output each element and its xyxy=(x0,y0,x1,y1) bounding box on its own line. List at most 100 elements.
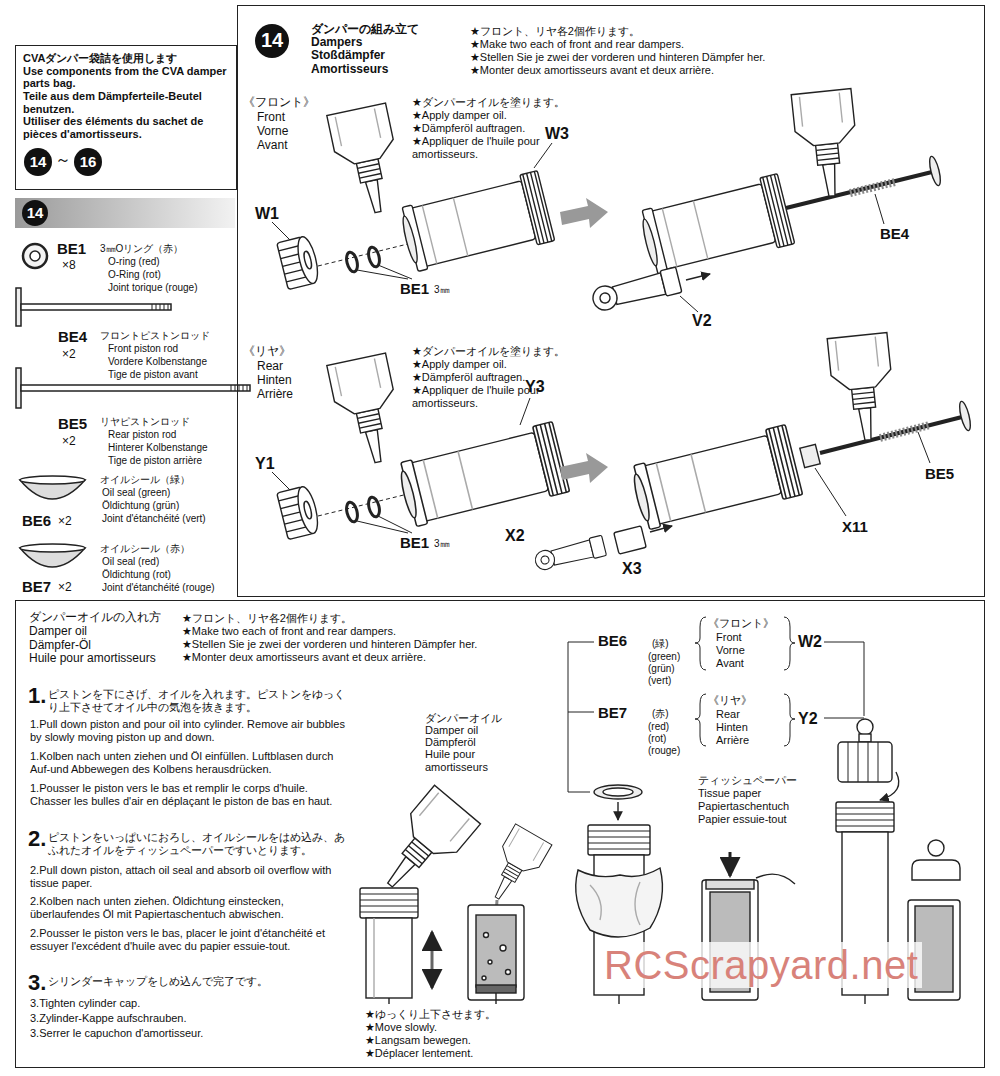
bracket-line xyxy=(695,694,706,746)
leader-line xyxy=(357,516,412,533)
caption-text: ★Appliquer de l'huile pour amortisseurs. xyxy=(412,135,542,160)
damper-illustration xyxy=(396,422,570,531)
part-code: BE7 xyxy=(22,578,51,595)
caption-text: ★Appliquer de l'huile pour amortisseurs. xyxy=(412,384,542,409)
bracket-line xyxy=(695,617,706,670)
part-code: W2 xyxy=(798,633,822,651)
caption-text: オイルシール（緑） xyxy=(100,474,190,486)
caption-text: (green) xyxy=(648,651,680,663)
part-code: W3 xyxy=(545,125,569,143)
step-number: 14 xyxy=(21,204,49,221)
damper-illustration xyxy=(277,88,973,572)
panel-subheading: Damper oil xyxy=(29,625,189,639)
caption-text: Papiertaschentuch xyxy=(698,800,789,813)
caption-text: ★ダンパーオイルを塗ります。 xyxy=(412,96,565,109)
caption-text: Front xyxy=(716,631,742,644)
oil-filling-illustration xyxy=(476,985,516,993)
part-code: BE5 xyxy=(58,415,87,432)
part-code: BE6 xyxy=(22,512,51,529)
damper-illustration xyxy=(277,485,322,540)
caption-text: (red) xyxy=(648,721,669,733)
caption-text: 1.Pull down piston and pour oil into cyl… xyxy=(30,718,350,743)
watermark: RCScrapyard.net xyxy=(600,942,922,988)
caption-text: Dämpferöl xyxy=(425,736,476,749)
caption-text: Front xyxy=(257,111,285,125)
part-icon xyxy=(21,304,171,310)
part-code: BE4 xyxy=(58,328,87,345)
caption-text: (赤) xyxy=(652,708,669,720)
damper-illustration xyxy=(277,235,322,290)
step-badge xyxy=(24,148,52,176)
caption-text: ★Move slowly. xyxy=(365,1021,437,1034)
leader-line xyxy=(918,432,930,463)
damper-illustration xyxy=(650,526,672,532)
damper-illustration xyxy=(686,274,710,280)
caption-text: ★Make two each of front and rear dampers… xyxy=(182,625,396,638)
step-panel: ダンパーの組み立てDampersStoßdämpferAmortisseurs xyxy=(237,5,985,597)
leader-line xyxy=(680,296,698,312)
leader-line xyxy=(272,143,930,533)
caption-text: Front piston rod xyxy=(108,343,178,355)
caption-text: ★Langsam bewegen. xyxy=(365,1034,471,1047)
panel-subheading: Amortisseurs xyxy=(311,63,471,76)
oil-filling-illustration xyxy=(506,970,511,975)
caption-text: ×8 xyxy=(62,259,76,273)
caption-text: 《フロント》 xyxy=(708,617,774,630)
caption-text: Oil seal (green) xyxy=(102,487,170,499)
damper-illustration xyxy=(786,172,932,208)
caption-text: ～ xyxy=(55,151,71,169)
caption-text: Joint d'étanchéité (rouge) xyxy=(102,582,215,594)
step-badge xyxy=(255,24,289,58)
caption-text: 《リヤ》 xyxy=(243,345,291,359)
caption-text: 3.Serrer le capuchon d'amortisseur. xyxy=(30,1027,203,1040)
damper-illustration xyxy=(638,174,795,279)
damper-illustration xyxy=(367,496,382,518)
caption-text: Oil seal (red) xyxy=(102,556,159,568)
part-icon xyxy=(20,476,85,484)
caption-text: Arrière xyxy=(716,734,749,747)
step-number: 16 xyxy=(74,153,102,170)
oil-filling-illustration xyxy=(388,998,389,1004)
caption-text: ダンパーオイル xyxy=(425,712,502,725)
caption-text: ピストンを下にさげ、オイルを入れます。ピストンをゆっくり上下させてオイル中の気泡… xyxy=(48,688,348,713)
part-code: 1. xyxy=(28,683,46,708)
caption-text: ★Stellen Sie je zwei der vorderen und hi… xyxy=(470,51,765,64)
caption-text: Tige de piston arrière xyxy=(108,455,202,467)
bracket-line xyxy=(824,642,864,716)
damper-illustration xyxy=(820,417,962,453)
oil-filling-illustration xyxy=(857,719,873,735)
caption-text: ★フロント、リヤ各2個作ります。 xyxy=(182,612,352,625)
part-code: BE1 xyxy=(400,534,429,551)
panel-heading: CVAダンパー袋詰を使用します xyxy=(23,52,231,65)
caption-text: O-Ring (rot) xyxy=(108,269,161,281)
caption-text: Rear xyxy=(257,360,283,374)
step-number: 14 xyxy=(24,153,52,170)
caption-text: Vorne xyxy=(257,125,288,139)
damper-illustration xyxy=(791,88,862,199)
part-icon xyxy=(231,385,247,391)
caption-text: ★フロント、リヤ各2個作ります。 xyxy=(470,25,640,38)
caption-text: ×2 xyxy=(62,348,76,362)
caption-text: ★Monter deux amortisseurs avant et deux … xyxy=(470,64,714,77)
leader-line xyxy=(272,222,290,240)
part-code: BE6 xyxy=(598,632,627,649)
caption-text: (vert) xyxy=(648,675,671,687)
damper-illustration xyxy=(533,535,606,572)
part-code: Y3 xyxy=(525,378,545,396)
damper-illustration xyxy=(827,332,898,443)
step-badge xyxy=(15,24,289,228)
part-code: BE7 xyxy=(598,704,627,721)
caption-text: ★Stellen Sie je zwei der vorderen und hi… xyxy=(182,638,477,651)
caption-text: Avant xyxy=(716,657,744,670)
oil-filling-illustration xyxy=(367,785,480,904)
oil-filling-illustration xyxy=(594,785,642,799)
oil-filling-illustration xyxy=(484,933,489,938)
caption-text: Rear piston rod xyxy=(108,429,176,441)
damper-illustration xyxy=(800,444,820,467)
caption-text: 3㎜Oリング（赤） xyxy=(100,243,183,255)
oil-filling-illustration xyxy=(603,788,633,796)
caption-text: 《リヤ》 xyxy=(708,694,752,707)
oil-filling-illustration xyxy=(838,742,892,782)
assembly-arrow xyxy=(560,198,608,228)
damper-illustration xyxy=(398,171,555,276)
